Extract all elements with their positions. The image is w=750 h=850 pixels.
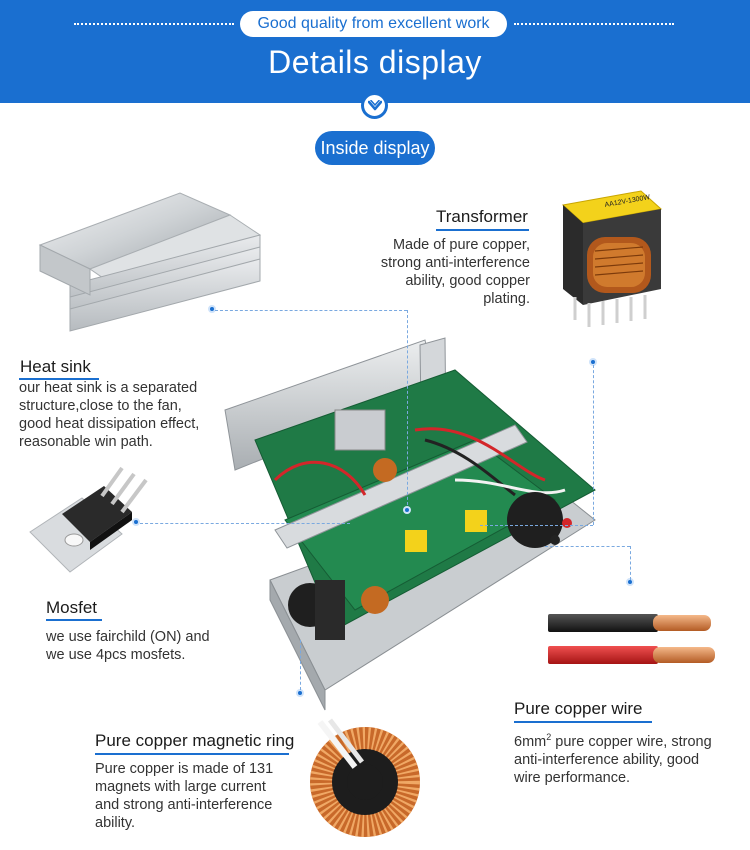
transformer-description: Made of pure copper, strong anti-interfe…: [330, 236, 530, 308]
transformer-title-underline: [436, 229, 529, 231]
magnetic-ring-title-underline: [95, 753, 289, 755]
mosfet-title-underline: [46, 619, 102, 621]
magnetic-ring-line-3: and strong anti-interference: [95, 797, 273, 813]
page-title: Details display: [268, 44, 482, 80]
mosfet-description: we use fairchild (ON) and we use 4pcs mo…: [46, 628, 276, 664]
magnetic-ring-line-1: Pure copper is made of 131: [95, 761, 274, 777]
heat-sink-title-underline: [19, 378, 99, 380]
header-divider-right: [514, 23, 674, 25]
mosfet-image: [29, 466, 148, 573]
transformer-line-2: strong anti-interference: [380, 255, 530, 271]
copper-wire-image: [548, 614, 715, 664]
mosfet-connector: [140, 523, 350, 524]
copper-wire-size: 6mm: [514, 733, 547, 750]
section-badge: Inside display: [315, 131, 435, 165]
copper-wire-line-3: wire performance.: [514, 769, 631, 786]
magnetic-ring-connector: [300, 640, 301, 690]
magnetic-ring-marker: [296, 689, 304, 697]
transformer-line-1: Made of pure copper,: [392, 237, 530, 253]
copper-wire-title: Pure copper wire: [514, 699, 643, 718]
heat-sink-image: [38, 192, 262, 332]
mosfet-marker: [132, 518, 140, 526]
copper-wire-line-1: 6mm2 pure copper wire, strong: [514, 728, 744, 751]
copper-wire-size-sup: 2: [546, 732, 552, 742]
heat-sink-title: Heat sink: [20, 357, 91, 376]
transformer-image: AA12V-1300W: [561, 190, 663, 327]
magnetic-ring-description: Pure copper is made of 131 magnets with …: [95, 760, 310, 832]
header-divider-left: [74, 23, 234, 25]
transformer-connector: [593, 365, 594, 525]
heat-sink-description: our heat sink is a separated structure,c…: [19, 379, 259, 451]
transformer-title: Transformer: [436, 207, 528, 226]
magnetic-ring-line-2: magnets with large current: [95, 779, 266, 795]
transformer-line-3: ability, good copper: [405, 273, 530, 289]
mosfet-title: Mosfet: [46, 598, 98, 617]
inverter-image: [224, 337, 596, 711]
heat-sink-connector: [215, 310, 407, 311]
copper-wire-title-underline: [514, 721, 652, 723]
magnetic-ring-title: Pure copper magnetic ring: [95, 731, 295, 750]
heat-sink-marker: [208, 305, 216, 313]
transformer-connector-horizontal: [480, 525, 593, 526]
inverter-heat-sink-marker: [403, 506, 411, 514]
heat-sink-line-3: good heat dissipation effect,: [19, 416, 200, 432]
mosfet-line-1: we use fairchild (ON) and: [46, 629, 210, 645]
heat-sink-line-4: reasonable win path.: [19, 434, 153, 450]
heat-sink-connector-vertical: [407, 310, 408, 510]
heat-sink-line-2: structure,close to the fan,: [19, 398, 182, 414]
header-tagline: Good quality from excellent work: [240, 11, 507, 37]
copper-wire-line-2: anti-interference ability, good: [514, 751, 700, 768]
heat-sink-line-1: our heat sink is a separated: [19, 380, 198, 396]
mosfet-line-2: we use 4pcs mosfets.: [46, 647, 186, 663]
magnetic-ring-image: [310, 718, 420, 837]
chevron-down-icon: [361, 92, 388, 119]
magnetic-ring-line-4: ability.: [95, 815, 136, 831]
copper-wire-connector-horizontal: [545, 546, 630, 547]
copper-wire-line-1-rest: pure copper wire, strong: [551, 733, 712, 750]
copper-wire-connector: [630, 546, 631, 580]
transformer-line-4: plating.: [483, 291, 530, 307]
header-banner: Good quality from excellent work Details…: [0, 0, 750, 103]
copper-wire-description: 6mm2 pure copper wire, strong anti-inter…: [514, 728, 744, 787]
